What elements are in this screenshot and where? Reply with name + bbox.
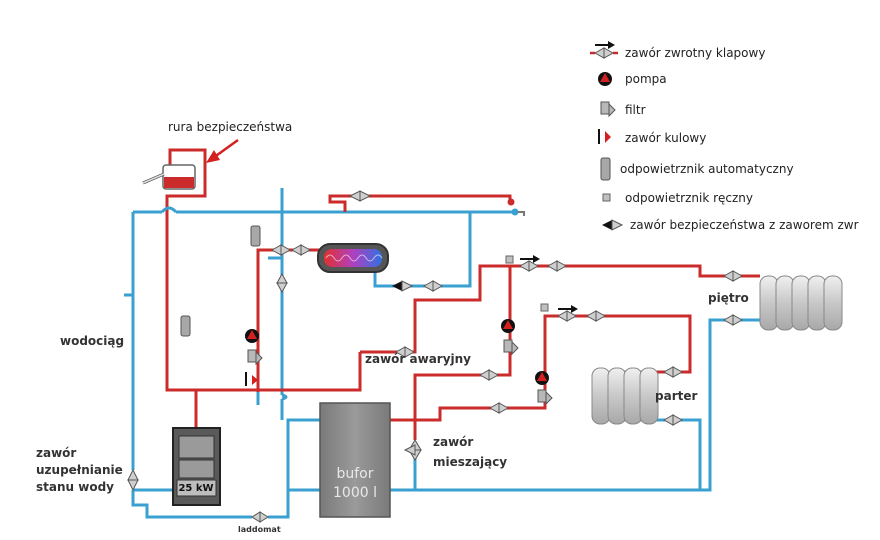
- buffer-label-2: 1000 l: [333, 485, 377, 501]
- radiator-ground: [591, 367, 659, 425]
- hot-water-tank: [317, 243, 389, 273]
- legend-pump: pompa: [598, 72, 667, 86]
- safety-pipe-arrow: [206, 138, 239, 163]
- legend-check-valve: zawór zwrotny klapowy: [590, 41, 765, 60]
- laddomat-label: laddomat: [238, 525, 281, 534]
- boiler: [172, 427, 221, 506]
- hex-hot-feed: [256, 248, 325, 392]
- diagram-valves: [127, 190, 744, 523]
- legend-safety-valve-text: zawór bezpieczeństwa z zaworem zwr: [630, 218, 859, 232]
- valve-ground-supply-2: [585, 310, 597, 322]
- safety-pipe-loop: [165, 148, 362, 392]
- legend-check-valve-text: zawór zwrotny klapowy: [625, 46, 765, 60]
- valve-upper-supply: [546, 260, 558, 272]
- buffer-lower-feed: [286, 418, 320, 490]
- diagram-filters: [247, 339, 553, 406]
- ground-floor-label: parter: [655, 389, 697, 403]
- legend-filter: filtr: [600, 101, 646, 118]
- legend-ball-valve: zawór kulowy: [598, 129, 706, 145]
- diagram-pumps: [245, 319, 549, 385]
- valve-hex-out: [422, 280, 434, 292]
- valve-cold-left: [276, 272, 288, 284]
- water-taps: [507, 198, 525, 216]
- valve-upper-return: [478, 369, 490, 381]
- legend-auto-vent-text: odpowietrznik automatyczny: [620, 162, 794, 176]
- diagram-manual-vents: [505, 255, 549, 312]
- water-main-pipe: [131, 212, 252, 519]
- buffer-tank: [319, 402, 391, 518]
- emergency-valve-label: zawór awaryjny: [365, 352, 471, 366]
- valve-upper-rad-out: [722, 314, 734, 326]
- hex-return-pipe: [345, 210, 472, 288]
- legend-pump-text: pompa: [625, 72, 667, 86]
- buffer-top-out: [390, 418, 417, 440]
- refill-valve: [127, 468, 139, 481]
- mixing-valve-label-2: mieszający: [433, 455, 507, 469]
- safety-pipe-label: rura bezpieczeństwa: [168, 120, 292, 134]
- crossover-mid: [281, 393, 288, 401]
- diagram-safety-valve: [392, 280, 414, 292]
- laddomat-valve: [251, 511, 261, 523]
- water-main-label: wodociąg: [60, 334, 124, 348]
- upper-supply-pipe: [360, 264, 760, 354]
- diagram-check-valves: [518, 255, 578, 322]
- mixing-valve-label-1: zawór: [433, 435, 473, 449]
- hot-pipes: [165, 148, 760, 440]
- return-to-buffer: [268, 488, 320, 519]
- valve-ground-rad-in: [662, 366, 674, 378]
- cold-pipes: [124, 188, 760, 519]
- upper-floor-label: piętro: [708, 291, 749, 305]
- pipe-crossovers: [160, 206, 288, 401]
- refill-valve-label-3: stanu wody: [36, 480, 114, 494]
- top-hot-pipe: [328, 194, 512, 212]
- valve-ground-supply: [488, 402, 500, 414]
- radiator-upper: [759, 275, 843, 331]
- diagram-auto-vents: [180, 225, 261, 337]
- legend-safety-valve: zawór bezpieczeństwa z zaworem zwr: [602, 218, 859, 232]
- ground-return-pipe: [610, 418, 702, 490]
- legend-ball-valve-text: zawór kulowy: [625, 131, 706, 145]
- valve-hex-in-1: [270, 244, 282, 256]
- expansion-tank: [142, 164, 196, 190]
- ground-supply-pipe: [415, 314, 692, 422]
- legend-manual-vent: odpowietrznik ręczny: [602, 191, 753, 205]
- refill-valve-label-1: zawór: [36, 446, 76, 460]
- diagram-ball-valve-lever: [245, 372, 258, 386]
- buffer-label-1: bufor: [336, 466, 373, 482]
- valve-hex-in-2: [290, 244, 302, 256]
- valve-top: [348, 190, 361, 202]
- refill-valve-label-2: uzupełnianie: [36, 463, 123, 477]
- legend-auto-vent: odpowietrznik automatyczny: [600, 157, 794, 181]
- crossover-top: [160, 206, 178, 214]
- legend: zawór zwrotny klapowy pompa filtr zawór …: [590, 41, 859, 232]
- valve-ground-rad-out: [662, 414, 674, 426]
- valve-upper-rad-in: [722, 270, 734, 282]
- legend-manual-vent-text: odpowietrznik ręczny: [625, 191, 753, 205]
- boiler-power-label: 25 kW: [178, 483, 213, 494]
- legend-filter-text: filtr: [625, 103, 646, 117]
